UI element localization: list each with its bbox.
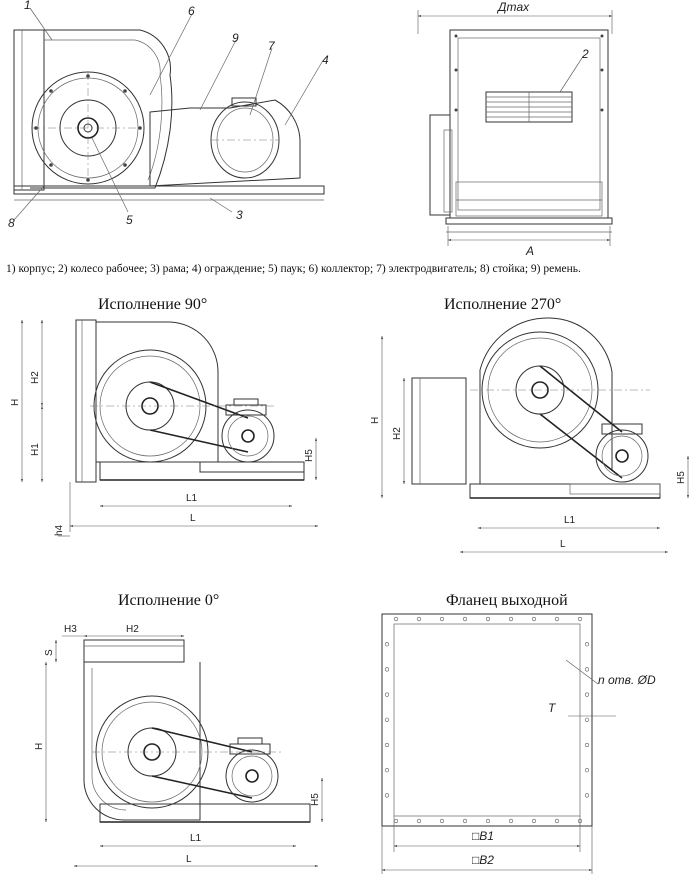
callout-8: 8: [8, 216, 15, 230]
dim-h5-270: H5: [676, 471, 687, 484]
dim-h4-90: h4: [54, 524, 65, 536]
callout-3: 3: [236, 208, 243, 222]
parts-legend: 1) корпус; 2) колесо рабочее; 3) рама; 4…: [6, 263, 581, 275]
flange-bolt-hole: [584, 692, 590, 697]
flange-bolt-hole: [416, 616, 422, 622]
fan-front-view: Дmax 2 A: [417, 0, 613, 258]
flange-bolt-hole: [384, 692, 390, 697]
flange-bolt-hole: [554, 616, 560, 622]
flange-bolt-hole: [462, 818, 468, 824]
flange-bolt-hole: [384, 793, 390, 798]
callout-4: 4: [322, 53, 329, 67]
flange-bolt-hole: [584, 793, 590, 798]
flange-bolt-hole: [384, 642, 390, 647]
flange-bolt-hole: [584, 717, 590, 722]
flange-bolt-hole: [508, 616, 514, 622]
flange-bolt-hole: [462, 616, 468, 622]
dmax-label: Дmax: [496, 0, 530, 14]
title-270: Исполнение 270°: [444, 296, 562, 313]
flange-bolt-hole: [393, 818, 399, 824]
flange-bolt-hole: [485, 818, 491, 824]
dim-l-90: L: [190, 513, 196, 524]
callout-9: 9: [232, 31, 239, 45]
flange-bolt-hole: [577, 616, 583, 622]
dim-h-0: H: [34, 743, 45, 750]
dim-s-0: S: [44, 649, 55, 656]
flange-bolt-hole: [384, 768, 390, 773]
view-0: H3 H2 S H H5 L1 L: [34, 624, 324, 868]
flange-bolt-hole: [485, 616, 491, 622]
flange-bolt-hole: [384, 717, 390, 722]
title-flange: Фланец выходной: [446, 592, 568, 609]
dim-h3-0: H3: [64, 624, 77, 635]
callout-1: 1: [24, 0, 31, 12]
dim-h2-270: H2: [392, 427, 403, 440]
dim-h2-0: H2: [126, 624, 139, 635]
flange-bolt-hole: [393, 616, 399, 622]
title-0: Исполнение 0°: [118, 592, 220, 609]
callout-5: 5: [126, 213, 133, 227]
flange-bolt-hole: [508, 818, 514, 824]
dim-h2-90: H2: [30, 371, 41, 384]
flange-holes-label: n отв. ØD: [598, 673, 656, 687]
flange-b1-label: □B1: [472, 829, 494, 843]
callout-2: 2: [581, 47, 589, 61]
dim-h5-90: H5: [304, 449, 315, 462]
title-90: Исполнение 90°: [98, 296, 208, 313]
flange-bolt-hole: [584, 667, 590, 672]
dim-l1-270: L1: [564, 515, 576, 526]
flange-bolt-hole: [416, 818, 422, 824]
callout-7: 7: [268, 39, 276, 53]
view-a-label: A: [525, 244, 534, 258]
fan-side-view: 1 6 9 7 4 8 5 3: [8, 0, 329, 230]
view-270: H H2 H5 L1 L: [370, 317, 690, 554]
dim-h-90: H: [10, 399, 21, 406]
flange-bolt-hole: [584, 742, 590, 748]
flange-bolt-hole: [439, 616, 445, 622]
callout-6: 6: [188, 4, 195, 18]
dim-h1-90: H1: [30, 443, 41, 456]
dim-h-270: H: [370, 417, 381, 424]
flange-bolt-hole: [554, 818, 560, 824]
dim-l-0: L: [186, 854, 192, 865]
flange-bolt-hole: [384, 742, 390, 748]
flange-bolt-hole: [531, 818, 537, 824]
flange-bolt-hole: [384, 667, 390, 672]
flange-bolt-hole: [439, 818, 445, 824]
flange-b2-label: □B2: [472, 853, 494, 867]
dim-h5-0: H5: [310, 793, 321, 806]
view-90: H H2 H1 H5 h4 L1 L: [10, 319, 319, 537]
flange-t-label: T: [548, 701, 557, 715]
flange-bolt-hole: [584, 642, 590, 647]
outlet-flange: n отв. ØD T □B1 □B2: [381, 613, 656, 874]
dim-l1-0: L1: [190, 833, 202, 844]
flange-bolt-hole: [531, 616, 537, 622]
dim-l-270: L: [560, 539, 566, 550]
dim-l1-90: L1: [186, 493, 198, 504]
flange-bolt-hole: [584, 768, 590, 773]
